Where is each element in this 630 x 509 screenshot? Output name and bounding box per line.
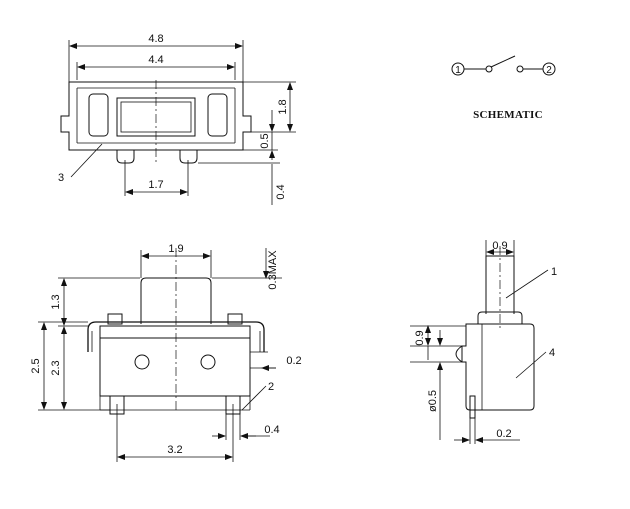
top-left-pin <box>116 150 135 164</box>
dim-front-actuator-width: 1.9 <box>168 243 183 255</box>
dim-top-pin-pitch: 1.7 <box>148 179 163 191</box>
dim-side-boss-dia: ø0.5 <box>427 390 439 412</box>
schematic-switch-arm <box>490 55 516 68</box>
schematic-terminal-2: 2 <box>546 65 552 76</box>
front-left-rivet <box>134 354 150 370</box>
dim-inner-width: 4.4 <box>148 54 163 66</box>
schematic-title: SCHEMATIC <box>473 109 543 121</box>
top-right-pin <box>179 150 198 164</box>
dim-front-lead-gap: 0.2 <box>286 355 301 367</box>
side-view: 0.9 0.9 ø0.5 0.2 1 4 <box>410 240 557 444</box>
side-lead <box>469 395 476 419</box>
dim-front-pin-pitch: 3.2 <box>167 444 182 456</box>
front-body <box>99 325 251 397</box>
callout-4: 4 <box>549 347 555 359</box>
front-bracket <box>87 321 265 352</box>
dim-side-offset: 0.9 <box>414 330 426 345</box>
callout-2: 2 <box>268 381 274 393</box>
dim-front-actuator-max: 0.3MAX <box>267 250 279 290</box>
front-right-rivet <box>200 354 216 370</box>
dim-side-actuator-width: 0.9 <box>492 240 507 252</box>
dim-front-body-total: 2.5 <box>30 358 42 373</box>
callout-1: 1 <box>551 266 557 278</box>
dim-overall-width: 4.8 <box>148 33 163 45</box>
side-boss <box>455 345 463 363</box>
callout-3: 3 <box>58 172 64 184</box>
top-right-slot <box>207 93 228 137</box>
dim-front-pin-width: 0.4 <box>264 424 279 436</box>
side-body <box>461 323 535 411</box>
schematic-terminal-1: 1 <box>455 65 461 76</box>
dim-front-actuator-height: 1.3 <box>50 294 62 309</box>
top-left-slot <box>88 93 109 137</box>
side-actuator <box>485 255 515 314</box>
dim-top-step: 0.5 <box>259 133 271 148</box>
dim-side-lead-thickness: 0.2 <box>496 428 511 440</box>
dim-top-height: 1.8 <box>277 99 289 114</box>
front-view: 1.9 0.3MAX 0.2 1.3 <box>30 243 302 462</box>
dim-front-body-height: 2.3 <box>50 360 62 375</box>
dim-top-pin-length: 0.4 <box>275 184 287 199</box>
schematic: 1 2 SCHEMATIC <box>451 55 556 121</box>
top-view: 4.8 4.4 1.7 1.8 0.5 <box>58 33 296 205</box>
